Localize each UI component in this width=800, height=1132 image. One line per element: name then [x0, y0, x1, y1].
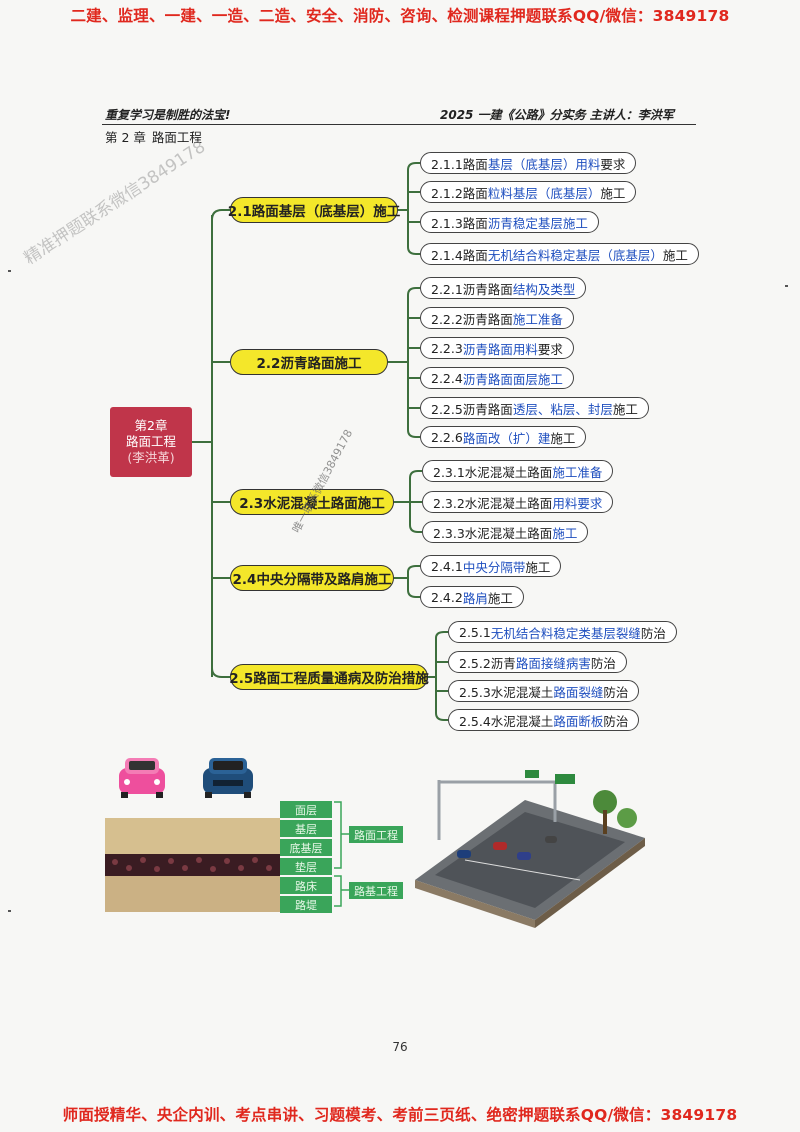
- layer-label-roadbed: 路床: [280, 877, 332, 894]
- layer-label-subbase: 底基层: [280, 839, 332, 856]
- road-layers-illustration: [105, 758, 349, 912]
- page-number: 76: [392, 1040, 408, 1054]
- chapter-number: 第 2 章: [105, 130, 146, 145]
- connector-root-s1: [211, 209, 230, 221]
- chapter-heading: 第 2 章路面工程: [105, 127, 208, 146]
- scan-mark: [8, 910, 11, 912]
- connector-root-s5: [211, 667, 230, 678]
- group-label-pavement: 路面工程: [349, 826, 403, 843]
- layer-subgrade: [105, 876, 280, 912]
- connector-s3: [394, 470, 422, 533]
- item-2-5-4: 2.5.4水泥混凝土路面断板防治: [448, 709, 640, 731]
- bracket-pavement: [334, 801, 349, 869]
- pink-car-icon: [119, 758, 165, 798]
- layer-label-base: 基层: [280, 820, 332, 837]
- scan-mark: [785, 285, 788, 287]
- item-2-2-5: 2.2.5沥青路面透层、粘层、封层施工: [420, 397, 649, 419]
- scan-mark: [8, 270, 11, 272]
- item-2-1-2: 2.1.2路面粒料基层（底基层）施工: [420, 181, 637, 203]
- blue-car-icon: [203, 758, 253, 798]
- header-motto: 重复学习是制胜的法宝!: [105, 108, 231, 122]
- section-node-2-1: 2.1路面基层（底基层）施工: [228, 197, 400, 223]
- section-node-2-4: 2.4中央分隔带及路肩施工: [230, 565, 394, 591]
- chapter-title: 路面工程: [151, 130, 202, 145]
- mindmap-root-node: 第2章 路面工程 (李洪革): [110, 407, 192, 477]
- item-2-3-2: 2.3.2水泥混凝土路面用料要求: [422, 491, 614, 513]
- item-2-5-3: 2.5.3水泥混凝土路面裂缝防治: [448, 680, 640, 702]
- item-2-1-4: 2.1.4路面无机结合料稳定基层（底基层）施工: [420, 243, 699, 265]
- item-2-1-3: 2.1.3路面沥青稳定基层施工: [420, 211, 599, 233]
- top-promo-banner: 二建、监理、一建、一造、二造、安全、消防、咨询、检测课程押题联系QQ/微信：38…: [70, 7, 730, 25]
- bottom-promo-banner: 师面授精华、央企内训、考点串讲、习题模考、考前三页纸、绝密押题联系QQ/微信：3…: [62, 1106, 738, 1124]
- connector-s1: [398, 162, 420, 255]
- connector-s4: [394, 565, 420, 598]
- highway-cars: [457, 836, 557, 860]
- highway-illustration: [415, 770, 645, 928]
- item-2-3-3: 2.3.3水泥混凝土路面施工: [422, 521, 589, 543]
- layer-aggregate: [105, 854, 280, 876]
- header-course-title: 2025 一建《公路》分实务 主讲人：李洪军: [440, 108, 674, 122]
- connector-s5: [428, 631, 448, 721]
- bracket-subgrade: [334, 875, 349, 907]
- section-node-2-3: 2.3水泥混凝土路面施工: [230, 489, 394, 515]
- layer-sand-top: [105, 818, 280, 854]
- aggregate-texture: [112, 857, 272, 872]
- item-2-3-1: 2.3.1水泥混凝土路面施工准备: [422, 460, 614, 482]
- root-line1: 第2章: [134, 418, 168, 433]
- item-2-1-1: 2.1.1路面基层（底基层）用料要求: [420, 152, 637, 174]
- root-line2: 路面工程: [125, 434, 176, 449]
- item-2-2-1: 2.2.1沥青路面结构及类型: [420, 277, 587, 299]
- section-node-2-2: 2.2沥青路面施工: [230, 349, 388, 375]
- root-line3: (李洪革): [127, 450, 175, 465]
- item-2-2-2: 2.2.2沥青路面施工准备: [420, 307, 574, 329]
- group-label-subgrade: 路基工程: [349, 882, 403, 899]
- layer-label-cushion: 垫层: [280, 858, 332, 875]
- connector-s2: [388, 287, 420, 438]
- item-2-5-2: 2.5.2沥青路面接缝病害防治: [448, 651, 627, 673]
- header-rule: [102, 124, 696, 125]
- layer-label-embankment: 路堤: [280, 896, 332, 913]
- section-node-2-5: 2.5路面工程质量通病及防治措施: [229, 664, 429, 690]
- layer-label-surface: 面层: [280, 801, 332, 818]
